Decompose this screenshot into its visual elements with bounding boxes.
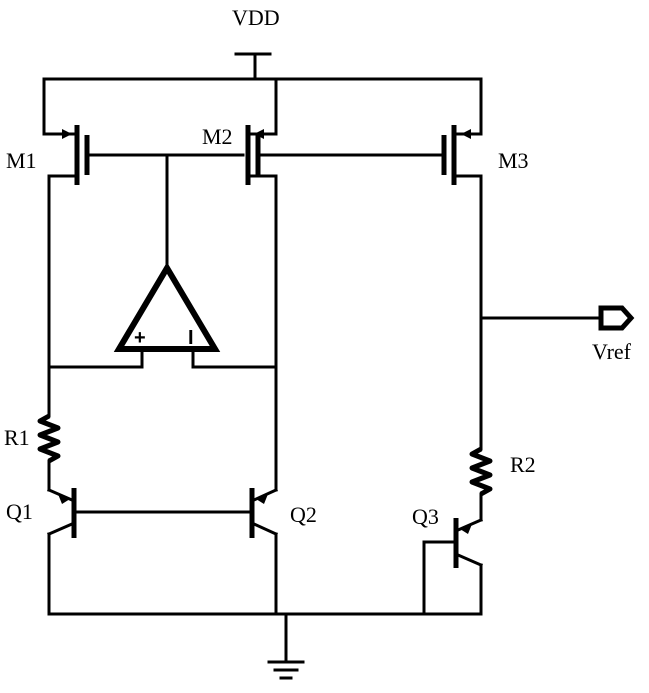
q2-label: Q2: [290, 502, 317, 527]
transistor-q1: Q1: [6, 488, 77, 616]
vdd-supply: VDD: [232, 5, 280, 81]
gate-bus: [85, 153, 446, 268]
r2-label: R2: [510, 452, 536, 477]
m3-label: M3: [498, 148, 529, 173]
resistor-r2: R2: [469, 446, 536, 522]
vdd-label: VDD: [232, 5, 280, 30]
transistor-m1: M1: [6, 125, 90, 369]
m2-label: M2: [202, 124, 233, 149]
vref-label: Vref: [592, 339, 632, 364]
vref-output: Vref: [479, 305, 635, 364]
ground: [47, 612, 483, 680]
transistor-m2: M2: [202, 124, 278, 369]
m1-label: M1: [6, 148, 37, 173]
q3-label: Q3: [412, 504, 439, 529]
op-amp: + I: [47, 262, 278, 369]
supply-rail: [42, 77, 483, 136]
opamp-plus-sign: +: [134, 327, 146, 349]
transistor-q2: Q2: [249, 365, 317, 616]
r1-label: R1: [4, 425, 30, 450]
q1-label: Q1: [6, 499, 33, 524]
transistor-m3: M3: [441, 125, 529, 451]
opamp-minus-sign: I: [188, 327, 194, 349]
transistor-q3: Q3: [412, 504, 483, 616]
resistor-r1: R1: [4, 365, 61, 492]
